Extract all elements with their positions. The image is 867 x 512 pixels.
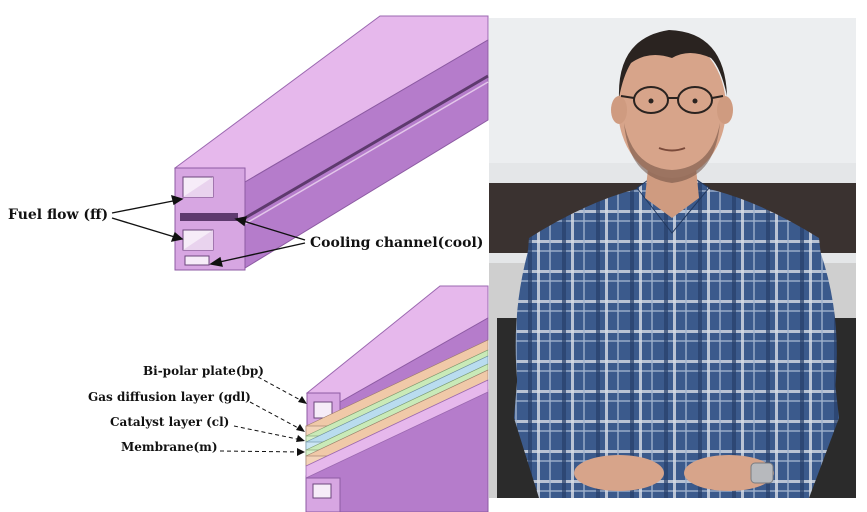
catalyst-layer-label: Catalyst layer (cl) — [110, 415, 229, 429]
bipolar-plate-label: Bi-polar plate(bp) — [143, 364, 264, 378]
membrane-label: Membrane(m) — [121, 440, 218, 454]
wristwatch — [750, 462, 774, 484]
glasses — [620, 86, 724, 114]
hair — [618, 30, 727, 98]
fuel-cell-diagram: Fuel flow (ff) Cooling channel(cool) — [8, 15, 489, 512]
cooling-channel-arrows — [209, 216, 306, 267]
left-hand — [574, 455, 664, 491]
layer-leader-lines — [219, 376, 305, 453]
face — [618, 38, 726, 178]
top-channel-diagram: Fuel flow (ff) Cooling channel(cool) — [8, 15, 489, 271]
right-hand — [684, 455, 774, 491]
fuel-flow-label: Fuel flow (ff) — [8, 207, 108, 223]
fuel-flow-arrows — [111, 194, 184, 242]
shirt — [514, 183, 839, 498]
bottom-layers-diagram: Bi-polar plate(bp) Gas diffusion layer (… — [88, 285, 489, 512]
cooling-channel-label: Cooling channel(cool) — [310, 235, 483, 251]
portrait-photo — [489, 18, 856, 498]
layer-stack — [305, 339, 489, 467]
gas-diffusion-layer-label: Gas diffusion layer (gdl) — [88, 390, 251, 404]
